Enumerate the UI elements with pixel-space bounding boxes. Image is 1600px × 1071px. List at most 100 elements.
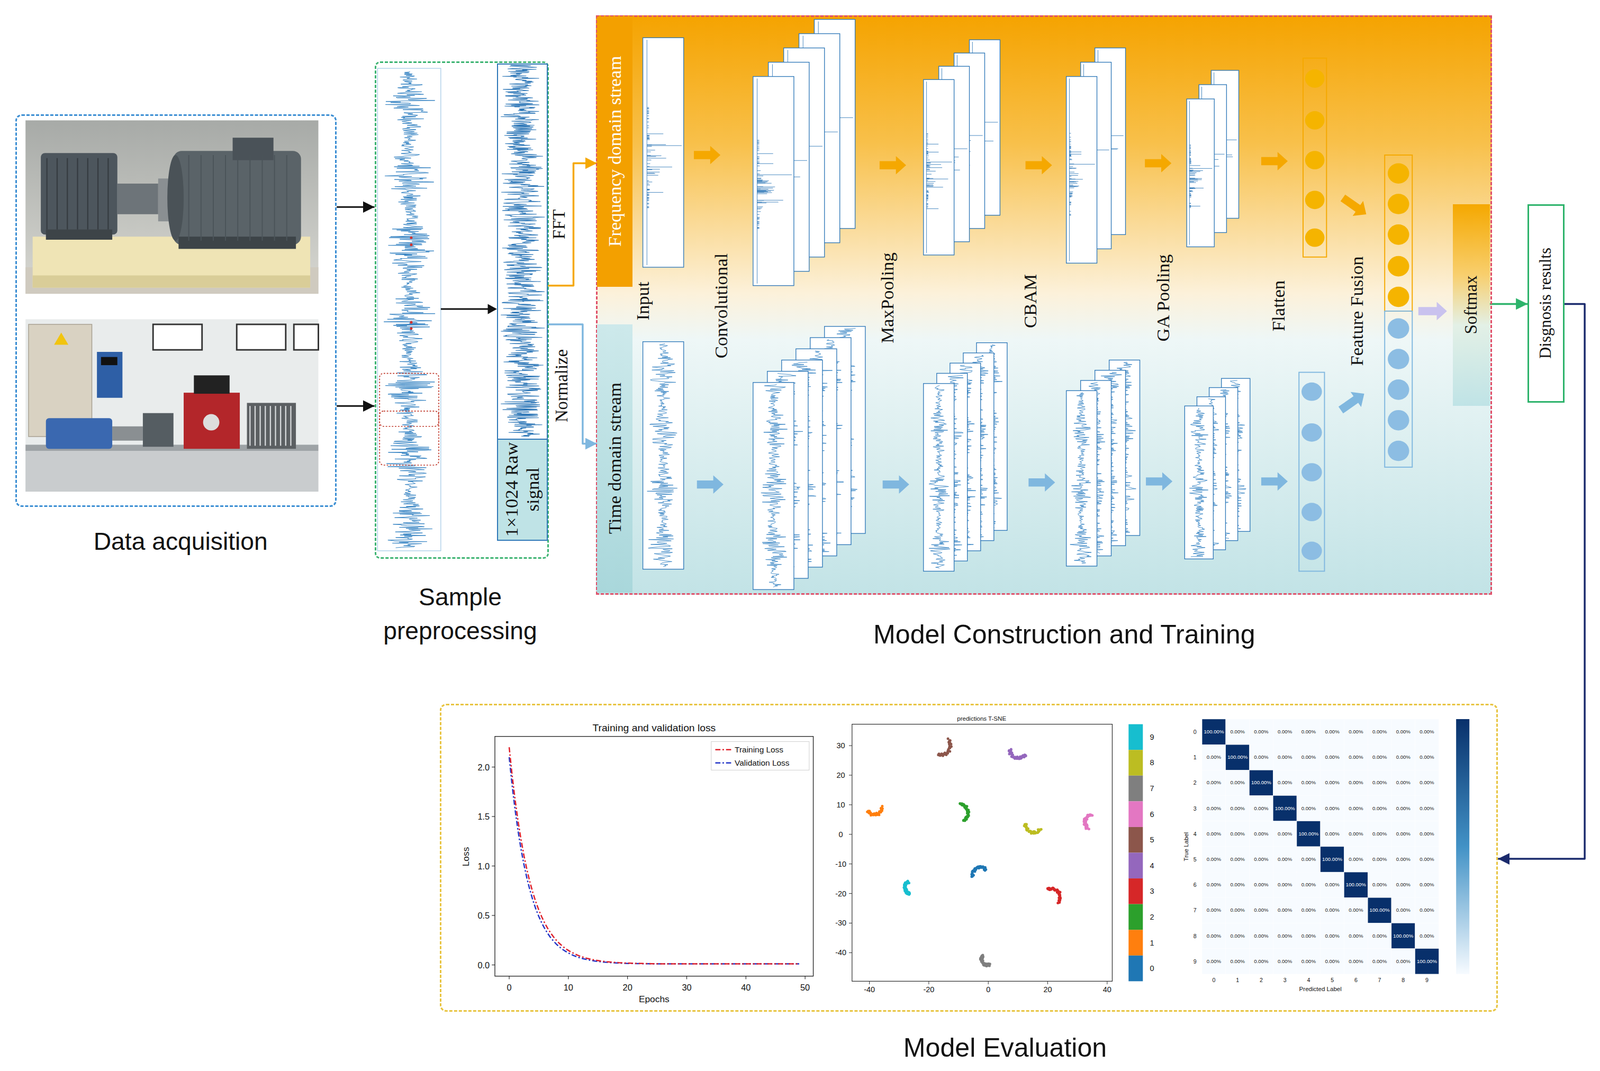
signal-column: 1×1024 Raw signal	[496, 63, 548, 541]
tick-label: -30	[835, 918, 847, 928]
tick-label: 8	[1193, 932, 1197, 939]
cluster-point	[1025, 823, 1028, 826]
matrix-cell	[1320, 770, 1345, 796]
matrix-cell	[1225, 897, 1250, 924]
cell-value: 0.00%	[1396, 882, 1411, 889]
motor	[46, 418, 113, 449]
base-plate-shadow	[32, 275, 311, 288]
matrix-cell	[1201, 948, 1226, 975]
cell-value: 0.00%	[1253, 958, 1269, 965]
matrix-cell	[1367, 872, 1392, 898]
gauge	[203, 414, 220, 431]
tick	[928, 981, 929, 985]
cell-value: 0.00%	[1396, 856, 1411, 863]
heading: Model Evaluation	[749, 1032, 1261, 1064]
matrix-cell	[1415, 744, 1440, 771]
flow-arrow	[693, 146, 721, 165]
connector	[547, 163, 598, 286]
cell-value: 0.00%	[1372, 856, 1387, 863]
legend-sample	[715, 762, 732, 765]
motor	[173, 150, 302, 245]
cell-value: 0.00%	[1301, 856, 1316, 863]
warning-sticker	[53, 332, 69, 345]
cell-value: 0.00%	[1301, 933, 1316, 939]
matrix-cell	[1201, 872, 1226, 898]
colorbar-label: 6	[1150, 809, 1155, 819]
layer-name: Convolutional	[710, 253, 732, 359]
matrix-cell	[1320, 719, 1345, 745]
wall-board	[152, 324, 203, 350]
legend-sample	[715, 749, 732, 752]
matrix-cell	[1320, 846, 1345, 873]
cluster-point	[965, 812, 969, 816]
tick-label: 2	[1259, 977, 1263, 984]
neuron	[1301, 502, 1323, 522]
neuron	[1305, 190, 1325, 210]
matrix-cell	[1201, 897, 1226, 924]
motor-fin	[66, 158, 68, 230]
feature-map	[923, 79, 955, 256]
neuron	[1387, 318, 1409, 339]
matrix-cell	[1201, 770, 1226, 796]
motor-fin	[286, 155, 288, 241]
tick	[686, 976, 687, 980]
coupling	[112, 426, 143, 441]
neuron	[1305, 150, 1325, 170]
cell-value: 0.00%	[1372, 729, 1387, 736]
cell-value: 0.00%	[1419, 729, 1434, 736]
cell-value: 0.00%	[1277, 830, 1292, 837]
cell-value: 0.00%	[1301, 805, 1316, 812]
tick	[491, 766, 495, 768]
cluster-point	[1007, 749, 1011, 753]
matrix-cell	[1296, 719, 1321, 745]
matrix-cell	[1225, 948, 1250, 975]
tick-label: 0	[1212, 977, 1216, 984]
tick-label: -40	[863, 984, 875, 994]
motor-fin	[76, 158, 78, 230]
sample-window	[379, 411, 439, 466]
feature-vector	[1384, 311, 1413, 468]
tick-label: 20	[1043, 984, 1052, 994]
cell-value: 0.00%	[1230, 780, 1245, 786]
matrix-cell	[1296, 821, 1321, 847]
cell-value: 0.00%	[1206, 856, 1222, 863]
matrix-cell	[1225, 821, 1250, 847]
matrix-cell	[1343, 872, 1368, 898]
legend-text: Validation Loss	[734, 758, 790, 768]
matrix-cell	[1201, 923, 1226, 949]
cell-value: 0.00%	[1253, 830, 1269, 837]
matrix-cell	[1391, 744, 1416, 771]
motor-fin	[107, 158, 109, 230]
matrix-cell	[1249, 948, 1274, 975]
matrix-cell	[1272, 796, 1297, 822]
matrix-cell	[1367, 948, 1392, 975]
tick-label: 3	[1283, 977, 1287, 984]
tick	[869, 981, 870, 985]
tick	[491, 865, 495, 867]
cell-value: 0.00%	[1419, 805, 1434, 812]
matrix-cell	[1249, 846, 1274, 873]
spectrum	[1189, 101, 1213, 246]
layer-name: CBAM	[1019, 274, 1042, 329]
matrix-cell	[1296, 872, 1321, 898]
tick-label: 7	[1193, 907, 1197, 914]
connector	[336, 206, 375, 209]
cluster-point	[1058, 901, 1061, 905]
cell-value: 0.00%	[1301, 882, 1316, 889]
tick-label: 2	[1193, 779, 1197, 786]
feature-map	[1186, 98, 1215, 248]
matrix-cell	[1415, 719, 1440, 745]
neuron	[1387, 348, 1409, 370]
feature-map	[643, 341, 684, 570]
cell-value: 0.00%	[1253, 729, 1269, 736]
cell-value: 0.00%	[1348, 830, 1363, 837]
matrix-cell	[1272, 948, 1297, 975]
tick-label: -40	[835, 948, 847, 958]
cell-value: 100.00%	[1298, 830, 1319, 837]
fan-rib	[264, 405, 266, 446]
cell-value: 0.00%	[1230, 907, 1245, 914]
marker-dot	[409, 327, 413, 330]
cell-value: 0.00%	[1277, 754, 1292, 761]
fan-rib	[285, 405, 287, 446]
